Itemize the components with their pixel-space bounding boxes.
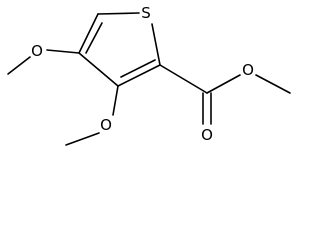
bond-s-c5 bbox=[97, 12, 140, 15]
bond-c2-carbonyl bbox=[159, 64, 208, 94]
bond-c2-s bbox=[151, 23, 161, 66]
bond-o-methyl-left bbox=[7, 56, 31, 75]
bond-o-methyl-ester bbox=[255, 74, 291, 94]
bond-c5-c4-double bbox=[85, 22, 103, 54]
bond-c3-c2-double bbox=[120, 59, 156, 78]
bond-c5-c4 bbox=[78, 13, 99, 54]
atom-oxygen-left: O bbox=[31, 42, 43, 60]
atom-oxygen-carbonyl: O bbox=[201, 126, 213, 144]
bond-c3-o bbox=[112, 85, 119, 116]
bond-o-methyl-lower bbox=[65, 132, 100, 146]
atom-sulfur: S bbox=[141, 4, 151, 22]
bond-c4-c3 bbox=[78, 52, 119, 87]
atom-oxygen-ester: O bbox=[242, 61, 254, 79]
atom-oxygen-lower: O bbox=[100, 116, 112, 134]
bond-c4-o bbox=[46, 49, 80, 54]
bond-c3-c2 bbox=[117, 64, 161, 87]
molecule-diagram: S O O O O bbox=[7, 4, 291, 146]
bond-carbonyl-o-ester bbox=[206, 74, 241, 94]
